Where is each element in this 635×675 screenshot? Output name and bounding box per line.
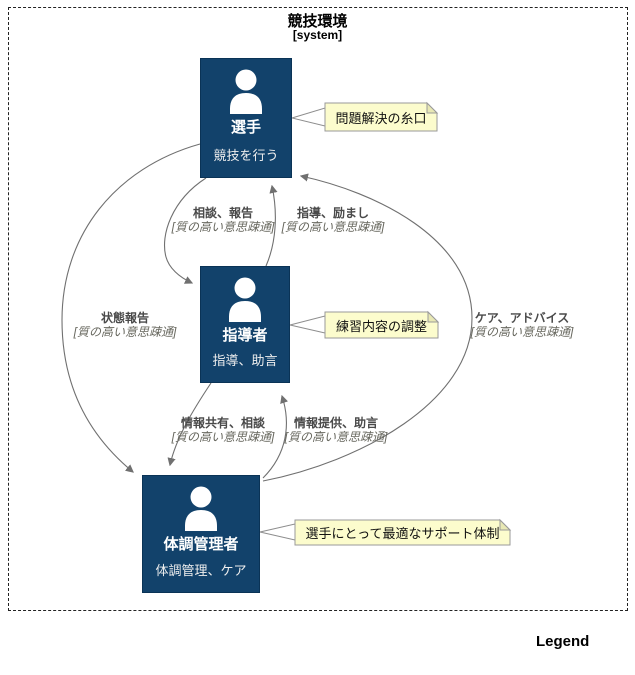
edge-manager-to-athlete — [262, 173, 473, 482]
edge-coach-to-manager — [167, 382, 212, 467]
edge-label-consult-report: 相談、報告 [質の高い意思疎通] — [172, 206, 275, 234]
edge-label-qualifier: [質の高い意思疎通] — [73, 325, 177, 339]
edge-label-status-report: 状態報告 [質の高い意思疎通] — [74, 311, 177, 339]
edge-label-qualifier: [質の高い意思疎通] — [281, 220, 385, 234]
diagram-title: 競技環境 — [287, 13, 348, 30]
note-connector-coach — [289, 315, 326, 334]
edge-label-text: 相談、報告 — [192, 206, 254, 220]
edge-label-info-sharing: 情報共有、相談 [質の高い意思疎通] — [172, 416, 275, 444]
diagram-subtitle: [system] — [292, 28, 343, 42]
legend-label: Legend — [536, 633, 590, 650]
actor-name: 指導者 — [222, 327, 268, 344]
edge-manager-to-coach — [262, 394, 289, 479]
edge-label-qualifier: [質の高い意思疎通] — [171, 220, 275, 234]
note-connector-manager — [259, 523, 296, 541]
edge-label-info-provision: 情報提供、助言 [質の高い意思疎通] — [285, 416, 388, 444]
edge-label-qualifier: [質の高い意思疎通] — [470, 325, 574, 339]
edge-label-qualifier: [質の高い意思疎通] — [284, 430, 388, 444]
actor-description: 競技を行う — [213, 148, 279, 163]
person-icon — [229, 277, 261, 322]
actor-condition-manager: 体調管理者 体調管理、ケア — [142, 475, 260, 593]
edge-label-guidance-encouragement: 指導、励まし [質の高い意思疎通] — [282, 206, 385, 234]
actor-coach: 指導者 指導、助言 — [200, 266, 290, 383]
person-icon — [230, 69, 262, 114]
edge-label-care-advice: ケア、アドバイス [質の高い意思疎通] — [471, 311, 574, 339]
note-coach: 練習内容の調整 — [335, 318, 427, 334]
note-fold-icon — [499, 518, 512, 531]
note-shape-athlete — [324, 102, 438, 132]
actor-description: 指導、助言 — [212, 353, 278, 368]
person-icon — [185, 486, 217, 531]
actor-name: 選手 — [230, 119, 261, 136]
note-shape-manager — [294, 519, 511, 546]
edge-label-text: 状態報告 — [100, 311, 150, 325]
edge-athlete-to-coach — [163, 177, 207, 284]
edge-label-qualifier: [質の高い意思疎通] — [171, 430, 275, 444]
actor-name: 体調管理者 — [163, 536, 239, 553]
note-manager: 選手にとって最適なサポート体制 — [305, 526, 500, 541]
note-fold-icon — [426, 101, 439, 114]
note-shape-coach — [324, 311, 439, 339]
system-boundary — [8, 7, 628, 611]
edge-athlete-to-manager — [61, 143, 201, 473]
note-fold-icon — [427, 310, 440, 323]
edge-label-text: ケア、アドバイス — [474, 311, 570, 325]
actor-description: 体調管理、ケア — [155, 563, 247, 578]
note-athlete: 問題解決の糸口 — [335, 110, 427, 126]
edge-coach-to-athlete — [265, 184, 278, 267]
actor-athlete: 選手 競技を行う — [200, 58, 292, 178]
edge-label-text: 情報提供、助言 — [293, 416, 379, 430]
edge-label-text: 情報共有、相談 — [180, 416, 266, 430]
edge-label-text: 指導、励まし — [296, 206, 370, 220]
note-connector-athlete — [290, 107, 326, 127]
